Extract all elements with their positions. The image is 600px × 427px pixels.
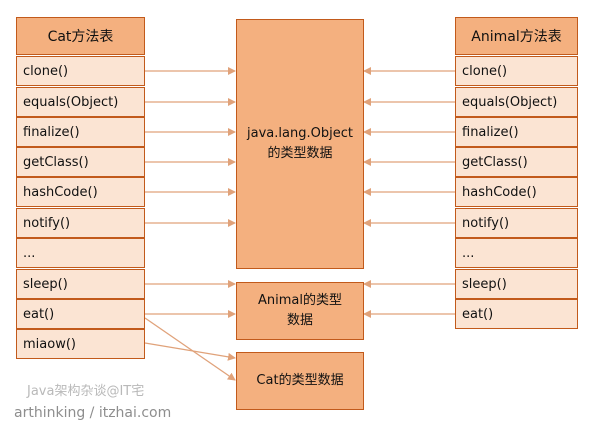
animal-row-hashcode: hashCode() <box>455 177 578 207</box>
cat-row-sleep: sleep() <box>16 269 145 299</box>
animal-row-sleep: sleep() <box>455 269 578 299</box>
watermark-line2: arthinking / itzhai.com <box>14 405 172 421</box>
cat-row-ellipsis: ... <box>16 238 145 268</box>
arrow-cat-miaow <box>144 342 236 361</box>
object-type-line1: java.lang.Object <box>247 126 353 141</box>
object-type-box: java.lang.Object 的类型数据 <box>236 19 364 269</box>
cat-row-clone: clone() <box>16 56 145 86</box>
cat-table-header: Cat方法表 <box>16 17 145 55</box>
animal-row-finalize: finalize() <box>455 117 578 147</box>
animal-row-getclass: getClass() <box>455 147 578 177</box>
animal-row-clone: clone() <box>455 56 578 86</box>
animal-row-ellipsis: ... <box>455 238 578 268</box>
cat-row-notify: notify() <box>16 208 145 238</box>
animal-type-line2: 数据 <box>286 313 313 328</box>
cat-row-equals: equals(Object) <box>16 87 145 117</box>
cat-type-box: Cat的类型数据 <box>236 352 364 410</box>
animal-type-box: Animal的类型 数据 <box>236 282 364 340</box>
cat-table-title: Cat方法表 <box>47 29 114 45</box>
animal-row-eat: eat() <box>455 299 578 329</box>
animal-row-equals: equals(Object) <box>455 87 578 117</box>
cat-row-hashcode: hashCode() <box>16 177 145 207</box>
cat-row-finalize: finalize() <box>16 117 145 147</box>
animal-row-notify: notify() <box>455 208 578 238</box>
watermark-line1: Java架构杂谈@IT宅 <box>27 384 145 399</box>
cat-row-eat: eat() <box>16 299 145 329</box>
animal-table-header: Animal方法表 <box>455 17 578 55</box>
cat-row-getclass: getClass() <box>16 147 145 177</box>
arrow-cat-eat-own <box>144 317 236 381</box>
object-type-line2: 的类型数据 <box>267 146 333 161</box>
cat-row-miaow: miaow() <box>16 329 145 359</box>
animal-table-title: Animal方法表 <box>471 29 562 45</box>
cat-type-text: Cat的类型数据 <box>256 373 344 388</box>
animal-type-line1: Animal的类型 <box>258 293 342 308</box>
